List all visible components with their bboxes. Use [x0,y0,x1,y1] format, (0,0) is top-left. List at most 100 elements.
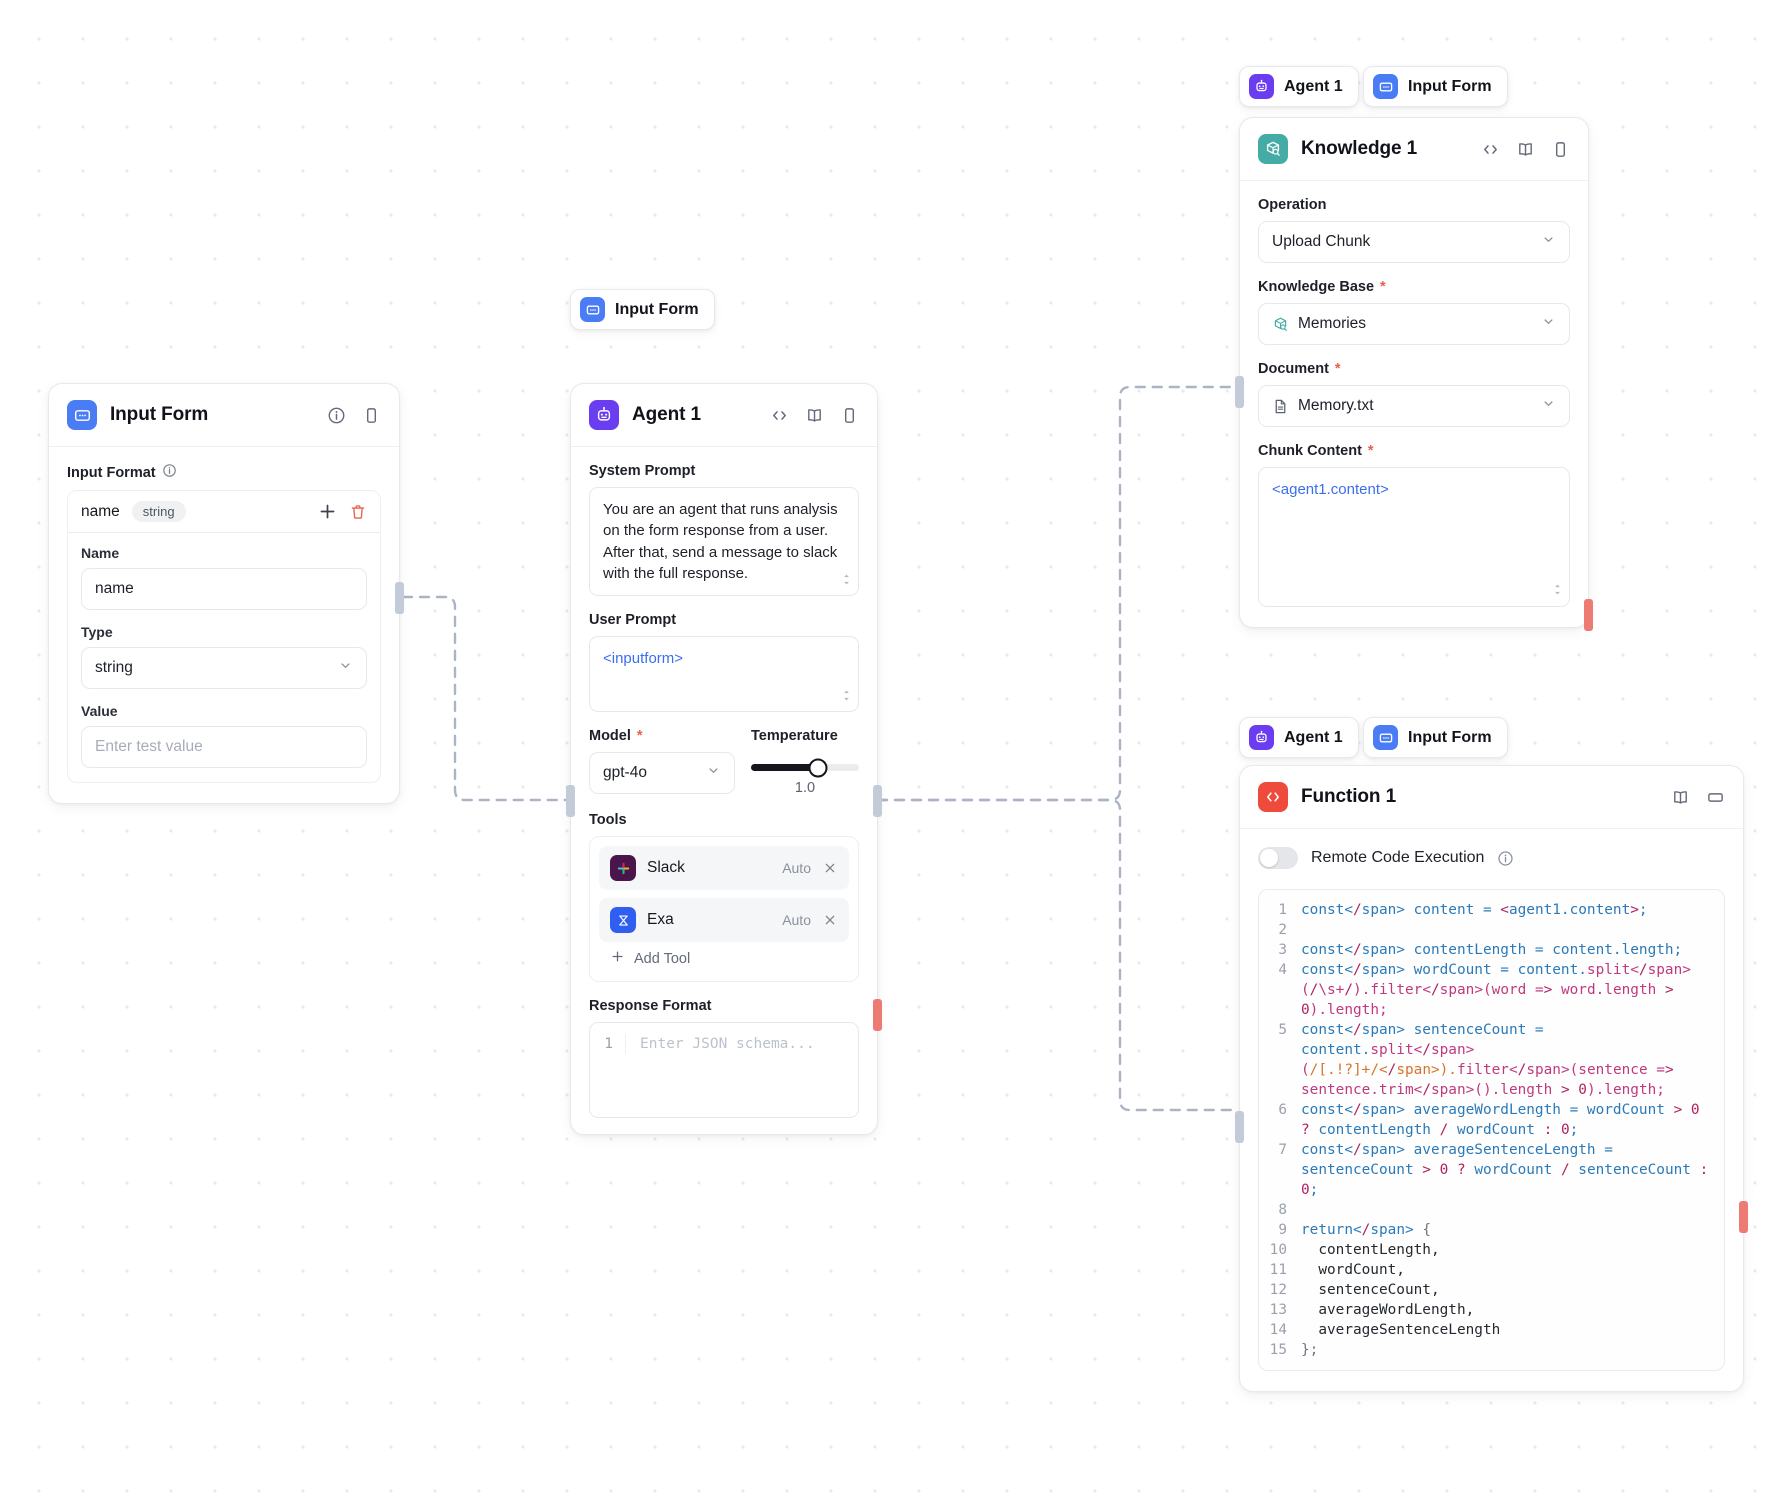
response-format-label: Response Format [589,998,712,1015]
operation-label: Operation [1258,197,1327,213]
resize-grip-icon[interactable] [841,689,852,708]
input-form-icon [67,400,97,430]
parent-tag-input-form[interactable]: Input Form [1363,717,1508,758]
code-line: 12 sentenceCount, [1259,1280,1724,1300]
tool-mode[interactable]: Auto [782,912,811,929]
knowledge-base-label: Knowledge Base* [1258,279,1386,295]
parent-tag-label: Input Form [1408,728,1492,746]
input-format-entry-body: Name name Type string Value Enter test v… [68,533,380,782]
parent-tag-agent-1[interactable]: Agent 1 [1239,66,1359,107]
response-format-editor[interactable]: 1 Enter JSON schema... [589,1022,859,1119]
node-body: System Prompt You are an agent that runs… [571,447,877,1134]
entry-type-pill: string [131,501,186,522]
node-header[interactable]: Function 1 [1240,766,1743,829]
value-input[interactable]: Enter test value [81,726,367,768]
input-handle[interactable] [566,785,575,817]
panel-right-icon[interactable] [362,406,381,425]
node-agent-1[interactable]: Agent 1 System Prompt You are an agent t… [566,383,882,1136]
book-icon[interactable] [1516,140,1535,159]
line-number: 2 [1278,922,1287,938]
node-title: Function 1 [1301,786,1397,807]
line-number: 11 [1269,1262,1287,1278]
remote-code-execution-row[interactable]: Remote Code Execution [1258,845,1725,873]
tool-row[interactable]: Slack Auto [599,846,849,891]
resize-grip-icon[interactable] [841,573,852,592]
remove-tool-icon[interactable] [822,912,838,928]
tool-row[interactable]: Exa Auto [599,898,849,943]
panel-wide-icon[interactable] [1706,788,1725,807]
delete-field-button[interactable] [349,503,367,521]
resize-grip-icon[interactable] [1552,583,1563,602]
remove-tool-icon[interactable] [822,860,838,876]
model-select[interactable]: gpt-4o [589,752,735,795]
type-select[interactable]: string [81,647,367,689]
chevron-down-icon [1541,314,1556,334]
chunk-content-textarea[interactable]: <agent1.content> [1258,467,1570,607]
panel-right-icon[interactable] [1551,140,1570,159]
document-label: Document* [1258,361,1341,377]
line-number: 3 [1278,942,1287,958]
book-icon[interactable] [1671,788,1690,807]
code-text: const</span> averageWordLength = wordCou… [1301,1102,1700,1138]
node-header[interactable]: Agent 1 [571,384,877,447]
user-prompt-textarea[interactable]: <inputform> [589,636,859,713]
book-icon[interactable] [805,406,824,425]
slack-icon [610,855,636,882]
document-select[interactable]: Memory.txt [1258,385,1570,427]
code-text: wordCount, [1301,1262,1405,1278]
code-line: 3 const</span> contentLength = content.le… [1259,940,1724,960]
code-text: const</span> averageSentenceLength = sen… [1301,1142,1709,1198]
info-icon[interactable] [1497,850,1514,867]
value-label: Value [81,703,118,719]
panel-right-icon[interactable] [840,406,859,425]
output-handle-bottom[interactable] [873,999,882,1031]
add-tool-button[interactable]: Add Tool [599,942,849,972]
output-handle[interactable] [395,582,404,614]
agent-robot-icon [1249,74,1274,99]
parent-tag-input-form[interactable]: Input Form [570,289,715,330]
parent-tag-label: Input Form [1408,77,1492,95]
tool-mode[interactable]: Auto [782,860,811,877]
node-header[interactable]: Knowledge 1 [1240,118,1588,181]
temperature-slider[interactable] [751,758,859,778]
parent-tag-input-form[interactable]: Input Form [1363,66,1508,107]
input-handle[interactable] [1235,1111,1244,1143]
input-handle[interactable] [1235,376,1244,408]
code-line: 14 averageSentenceLength [1259,1320,1724,1340]
tool-name: Slack [647,859,685,877]
add-field-button[interactable] [318,502,337,521]
plus-icon [610,949,625,968]
line-number: 1 [590,1034,626,1055]
node-header[interactable]: Input Form [49,384,399,447]
knowledge-base-select[interactable]: Memories [1258,303,1570,345]
operation-select[interactable]: Upload Chunk [1258,221,1570,263]
code-text: }; [1301,1342,1319,1358]
code-icon[interactable] [770,406,789,425]
parent-tag-agent-1[interactable]: Agent 1 [1239,717,1359,758]
info-icon[interactable] [162,463,177,482]
toggle-label: Remote Code Execution [1311,849,1485,866]
name-input[interactable]: name [81,568,367,610]
info-icon[interactable] [327,406,346,425]
node-knowledge-1[interactable]: Knowledge 1 Operation Upload Chunk [1235,117,1593,631]
output-handle[interactable] [1584,599,1593,631]
document-icon [1272,398,1289,415]
parent-tag-label: Input Form [615,300,699,318]
system-prompt-textarea[interactable]: You are an agent that runs analysis on t… [589,487,859,597]
code-line: 2 [1259,920,1724,940]
remote-code-execution-toggle[interactable] [1258,847,1298,869]
node-input-form[interactable]: Input Form Input Format name s [48,383,404,804]
code-icon[interactable] [1481,140,1500,159]
output-handle[interactable] [1739,1201,1748,1233]
code-text: const</span> contentLength = content.len… [1301,942,1683,958]
slider-knob[interactable] [808,758,828,778]
code-text: contentLength, [1301,1242,1440,1258]
output-handle[interactable] [873,785,882,817]
